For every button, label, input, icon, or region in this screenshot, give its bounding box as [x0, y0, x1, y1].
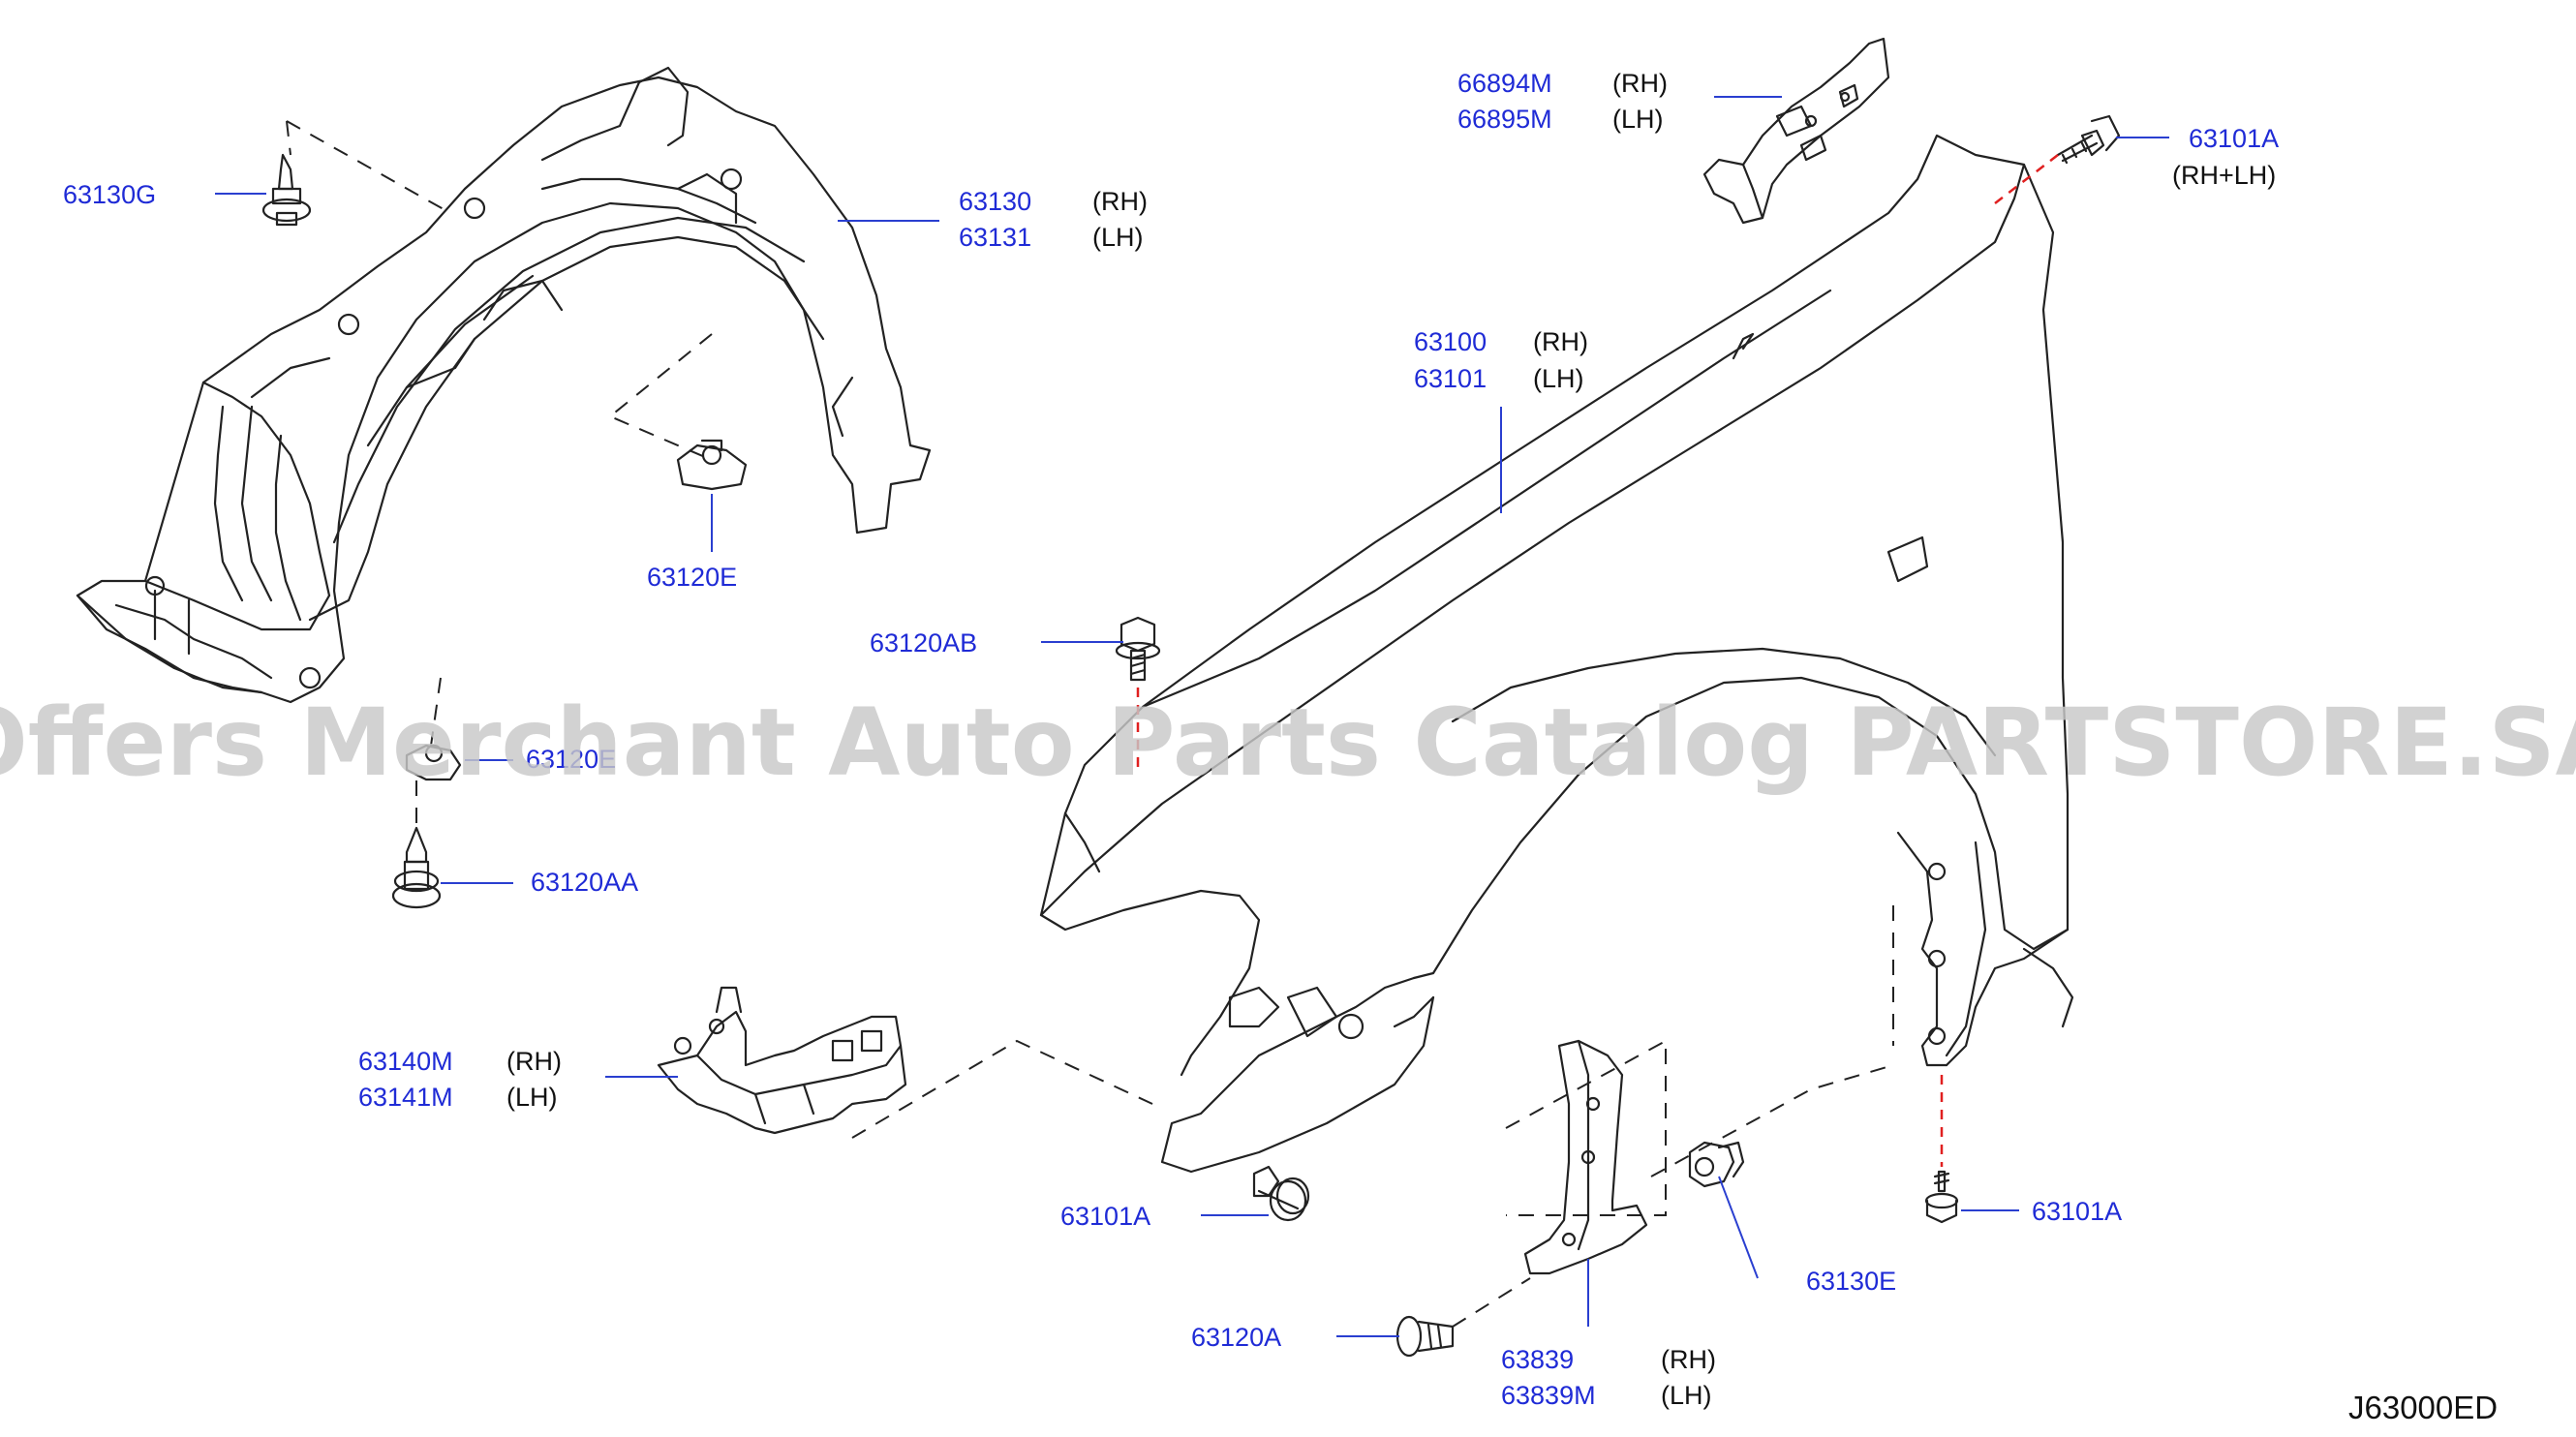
part-number[interactable]: 63120AB: [870, 628, 977, 657]
part-number[interactable]: 63101: [1414, 364, 1487, 393]
splash-guard-drawing: [1523, 1039, 1648, 1275]
lower-bracket-drawing: [657, 986, 907, 1135]
callout-63140M[interactable]: 63140M (RH): [358, 1047, 562, 1076]
callout-63131[interactable]: 63131 (LH): [959, 223, 1144, 252]
part-number[interactable]: 63120AA: [531, 868, 638, 897]
side-label: (LH): [1612, 105, 1664, 134]
callout-63120A[interactable]: 63120A: [1191, 1323, 1281, 1352]
side-label: (LH): [1661, 1381, 1712, 1410]
side-label: (RH+LH): [2172, 161, 2276, 190]
part-number[interactable]: 63120E: [647, 563, 737, 592]
part-number[interactable]: 63130E: [1806, 1267, 1896, 1296]
line-art: [76, 37, 2121, 1358]
bolt-63101A-mid-drawing: [1252, 1165, 1310, 1222]
fender-liner-drawing: [76, 66, 932, 704]
side-label: (LH): [1533, 364, 1584, 393]
clip-63120E-lower-drawing: [405, 744, 462, 781]
clip-63130G-drawing: [261, 153, 312, 227]
part-number[interactable]: 63101A: [2189, 124, 2279, 153]
callout-63120AB[interactable]: 63120AB: [870, 628, 977, 657]
callout-63120E-lower[interactable]: 63120E: [526, 745, 616, 774]
part-number[interactable]: 63130: [959, 187, 1031, 216]
part-number[interactable]: 63131: [959, 223, 1031, 252]
part-number[interactable]: 66894M: [1457, 69, 1552, 98]
part-number[interactable]: 63141M: [358, 1083, 453, 1112]
part-number[interactable]: 63839M: [1501, 1381, 1596, 1410]
leader-lines: [215, 96, 2169, 1337]
watermark: Offers Merchant Auto Parts Catalog PARTS…: [0, 688, 2576, 797]
part-number[interactable]: 63120A: [1191, 1323, 1281, 1352]
callout-63130E[interactable]: 63130E: [1806, 1267, 1896, 1296]
callout-63101A-middle[interactable]: 63101A: [1060, 1202, 1150, 1231]
clip-63120E-upper-drawing: [676, 439, 748, 491]
part-number[interactable]: 63140M: [358, 1047, 453, 1076]
bolt-63101A-right-drawing: [1924, 1170, 1959, 1224]
upper-fender-bracket-drawing: [1702, 37, 1890, 225]
callout-63120AA[interactable]: 63120AA: [531, 868, 638, 897]
callout-63130[interactable]: 63130 (RH): [959, 187, 1148, 216]
diagram-code: J63000ED: [2348, 1390, 2498, 1425]
side-label: (LH): [506, 1083, 558, 1112]
bolt-63101A-top-drawing: [2056, 114, 2121, 165]
part-number[interactable]: 63101A: [2032, 1197, 2122, 1226]
callout-66894M[interactable]: 66894M (RH): [1457, 69, 1668, 98]
bolt-63120AB-drawing: [1115, 616, 1161, 682]
part-number[interactable]: 63130G: [63, 180, 156, 209]
callout-63130G[interactable]: 63130G: [63, 180, 156, 209]
clip-63130E-drawing: [1688, 1141, 1745, 1188]
part-number[interactable]: 63839: [1501, 1345, 1574, 1374]
side-label: (RH): [1661, 1345, 1716, 1374]
fender-panel-drawing: [1039, 134, 2074, 1174]
side-label: (LH): [1092, 223, 1144, 252]
assembly-lines: [286, 120, 2059, 1328]
side-label: (RH): [1612, 69, 1668, 98]
callout-63100[interactable]: 63100 (RH): [1414, 327, 1588, 356]
part-number[interactable]: 63100: [1414, 327, 1487, 356]
side-label: (RH): [1092, 187, 1148, 216]
callout-63101A-upper[interactable]: 63101A (RH+LH): [2172, 124, 2279, 190]
callout-63839[interactable]: 63839 (RH): [1501, 1345, 1716, 1374]
clip-63120AA-drawing: [391, 826, 442, 909]
callout-63120E-upper[interactable]: 63120E: [647, 563, 737, 592]
callout-63101A-right[interactable]: 63101A: [2032, 1197, 2122, 1226]
callout-66895M[interactable]: 66895M (LH): [1457, 105, 1664, 134]
screw-63120A-drawing: [1395, 1315, 1455, 1358]
part-number[interactable]: 66895M: [1457, 105, 1552, 134]
callout-63101[interactable]: 63101 (LH): [1414, 364, 1584, 393]
side-label: (RH): [1533, 327, 1588, 356]
side-label: (RH): [506, 1047, 562, 1076]
part-number[interactable]: 63120E: [526, 745, 616, 774]
callout-63141M[interactable]: 63141M (LH): [358, 1083, 558, 1112]
callout-63839M[interactable]: 63839M (LH): [1501, 1381, 1712, 1410]
part-number[interactable]: 63101A: [1060, 1202, 1150, 1231]
